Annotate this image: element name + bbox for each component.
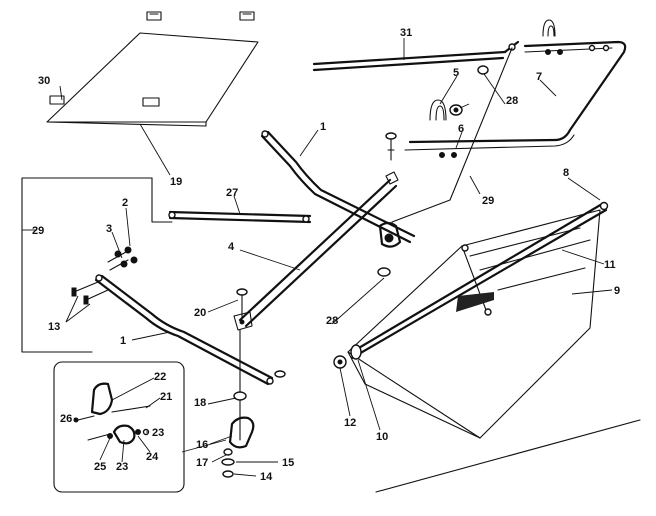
callout-29-left: 29 <box>32 225 44 237</box>
bolt-top <box>385 132 397 161</box>
spring-clips-part-5 <box>429 19 556 121</box>
frame-bar-upper-part-1 <box>260 130 416 244</box>
callout-6: 6 <box>458 123 464 135</box>
callout-24: 24 <box>146 451 159 463</box>
leader-lines <box>22 38 613 477</box>
callout-21: 21 <box>160 391 172 403</box>
callout-15: 15 <box>282 457 294 469</box>
callout-labels: 30 19 31 5 7 1 28 6 29 27 29 2 3 4 13 20… <box>32 27 620 483</box>
callout-14: 14 <box>260 471 273 483</box>
callout-27: 27 <box>226 187 238 199</box>
callout-19: 19 <box>170 176 182 188</box>
washers-part-28 <box>377 65 489 277</box>
callout-5: 5 <box>453 67 459 79</box>
callout-28-upper: 28 <box>506 95 518 107</box>
wheel-hub-assembly <box>221 329 286 478</box>
callout-12: 12 <box>344 417 356 429</box>
callout-18: 18 <box>194 397 206 409</box>
callout-20: 20 <box>194 307 206 319</box>
callout-10: 10 <box>376 431 388 443</box>
callout-31: 31 <box>400 27 412 39</box>
bag-frame-part-8 <box>350 201 609 360</box>
callout-23-left: 23 <box>116 461 128 473</box>
callout-30: 30 <box>38 75 50 87</box>
left-outline-part-29 <box>21 177 173 353</box>
callout-8: 8 <box>563 167 569 179</box>
callout-3: 3 <box>106 223 112 235</box>
callout-28-lower: 28 <box>326 315 338 327</box>
axle-end-part-10-12 <box>333 344 362 369</box>
ground-line <box>375 419 641 493</box>
callout-1-lower: 1 <box>120 335 126 347</box>
upper-bar-part-31 <box>312 40 520 72</box>
grass-bag-part-9 <box>347 209 601 439</box>
cover-panel-part-19 <box>46 11 259 127</box>
callout-17: 17 <box>196 457 208 469</box>
callout-2: 2 <box>122 197 128 209</box>
callout-26: 26 <box>60 413 72 425</box>
callout-1-upper: 1 <box>320 121 326 133</box>
callout-23-right: 23 <box>152 427 164 439</box>
callout-29-right: 29 <box>482 195 494 207</box>
bolts-part-13 <box>71 281 109 305</box>
callout-22: 22 <box>154 371 166 383</box>
callout-9: 9 <box>614 285 620 297</box>
callout-11: 11 <box>604 259 616 271</box>
handle-top-part-7 <box>404 40 627 158</box>
callout-7: 7 <box>536 71 542 83</box>
callout-4: 4 <box>228 241 235 253</box>
frame-bar-lower-part-1 <box>94 274 274 386</box>
bracket-assembly-upper <box>378 221 402 248</box>
bolts-nuts-part-2-3 <box>107 246 138 271</box>
right-rod-part-29 <box>391 47 513 223</box>
callout-16: 16 <box>196 439 208 451</box>
callout-25: 25 <box>94 461 106 473</box>
diagonal-bar-part-4 <box>233 171 399 331</box>
inset-detail-box <box>53 361 185 493</box>
bolt-part-20 <box>236 288 248 319</box>
callout-13: 13 <box>48 321 60 333</box>
